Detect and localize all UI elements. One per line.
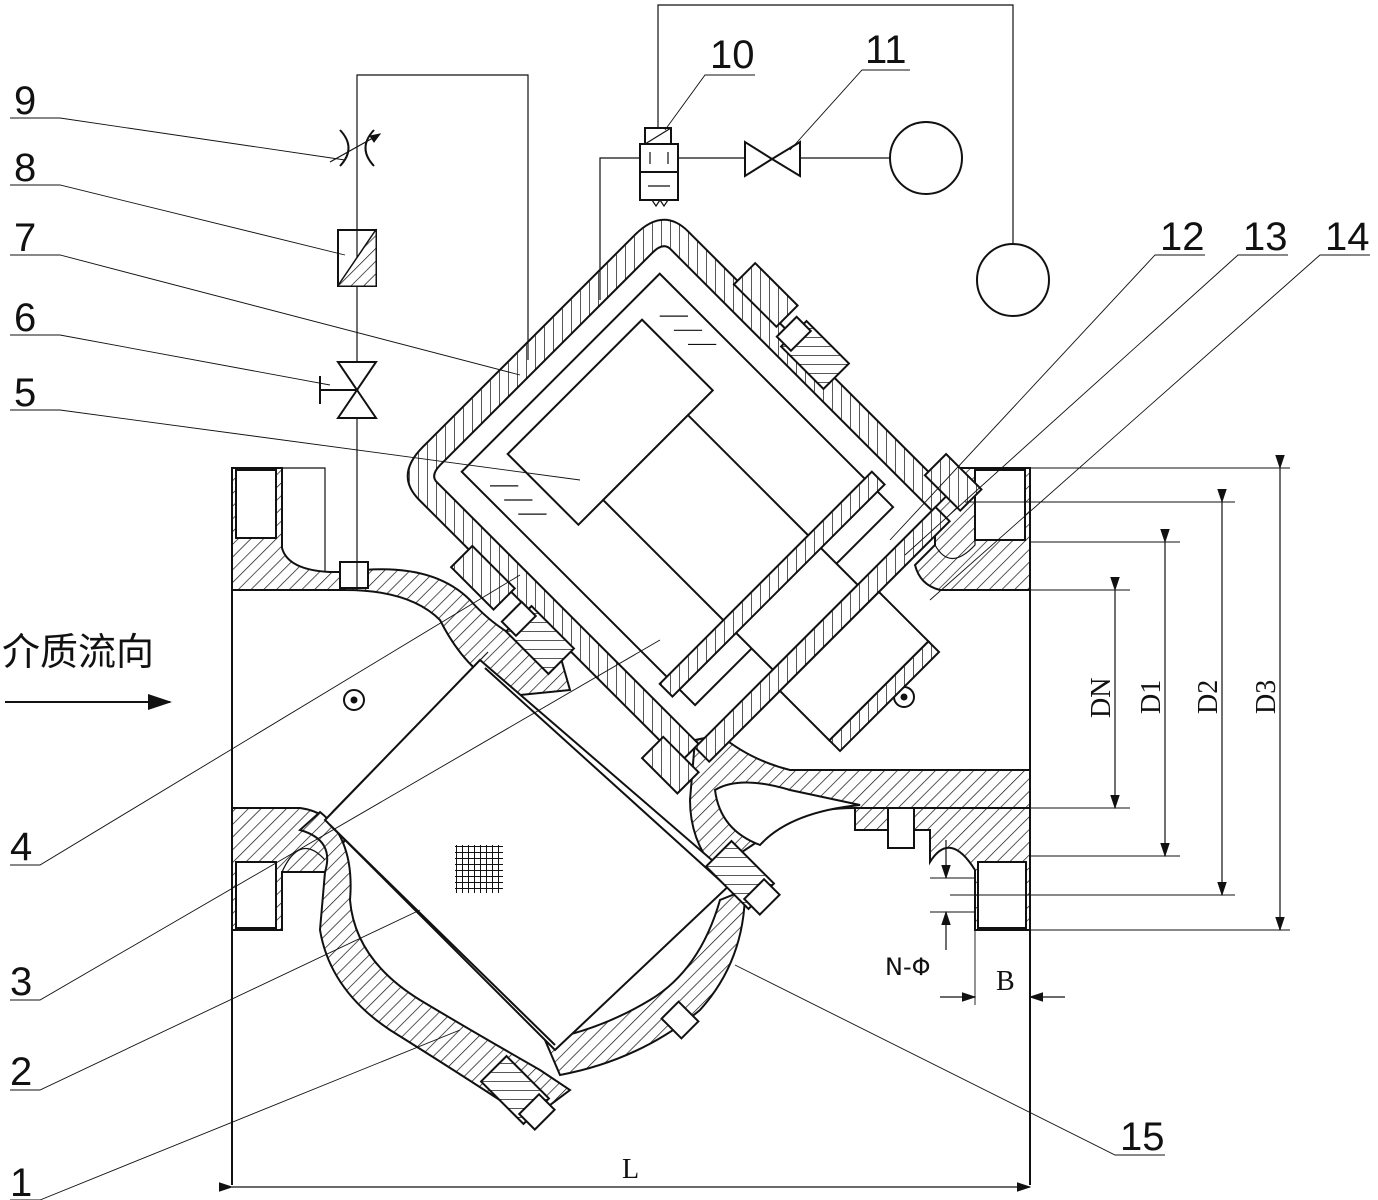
pilot-circuit-left — [319, 74, 529, 590]
d3-label: D3 — [1251, 680, 1282, 714]
part-label-9: 9 — [14, 79, 36, 123]
part-label-14: 14 — [1325, 215, 1370, 259]
seat-bolts — [500, 315, 851, 676]
part-label-1: 1 — [10, 1161, 32, 1200]
leader-lines — [10, 69, 1370, 1200]
part-label-11: 11 — [865, 28, 907, 72]
actuator-assembly — [406, 218, 983, 795]
part-label-3: 3 — [10, 960, 32, 1004]
bolt-holes-label: N-Φ — [885, 953, 931, 981]
part-label-15: 15 — [1120, 1115, 1165, 1159]
lower-bolts — [479, 839, 782, 1132]
part-label-5: 5 — [14, 371, 36, 415]
pilot-circuit-right — [599, 4, 1050, 317]
dimension-lines — [5, 454, 1290, 1192]
throttle-icon — [329, 129, 382, 167]
spring-icon — [490, 315, 717, 515]
flow-direction-label: 介质流向 — [2, 630, 154, 674]
part-label-8: 8 — [14, 146, 36, 190]
part-label-7: 7 — [14, 216, 36, 260]
d1-label: D1 — [1136, 680, 1167, 714]
part-label-4: 4 — [10, 825, 32, 869]
part-number-labels: 9 8 7 6 5 4 3 2 1 10 11 12 13 14 15 — [10, 28, 1370, 1200]
ball-valve-icon — [319, 361, 378, 419]
length-label: L — [622, 1154, 639, 1185]
float-ball-icon — [976, 243, 1050, 317]
dn-label: DN — [1086, 678, 1117, 718]
part-label-6: 6 — [14, 296, 36, 340]
mesh-icon — [455, 845, 503, 893]
dimension-labels: DN D1 D2 D3 L B N-Φ — [622, 678, 1282, 1185]
part-label-10: 10 — [710, 33, 755, 77]
flange-thickness-label: B — [996, 966, 1015, 997]
part-label-2: 2 — [10, 1050, 32, 1094]
gate-valve-icon — [744, 140, 801, 178]
filter-icon — [337, 228, 377, 287]
part-label-13: 13 — [1243, 215, 1288, 259]
valve-body — [231, 467, 1031, 1185]
part-label-12: 12 — [1160, 215, 1205, 259]
pressure-gauge-icon — [889, 121, 963, 195]
d2-label: D2 — [1193, 680, 1224, 714]
solenoid-valve-icon — [639, 127, 679, 208]
